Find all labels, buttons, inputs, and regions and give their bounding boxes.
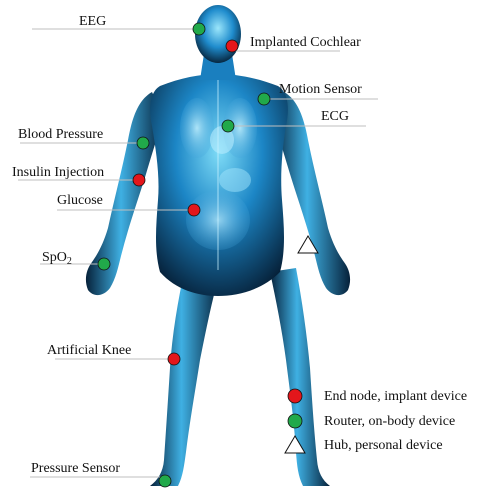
eeg-label: EEG: [79, 14, 106, 29]
artificial-knee-label: Artificial Knee: [47, 343, 131, 358]
ecg-label: ECG: [321, 109, 349, 124]
legend-hub-label: Hub, personal device: [324, 438, 443, 453]
glucose-end-node: [188, 204, 200, 216]
artificial-knee-end-node: [168, 353, 180, 365]
motion-sensor-router-node: [258, 93, 270, 105]
spo2-router-node: [98, 258, 110, 270]
ecg-router-node: [222, 120, 234, 132]
pressure-sensor-label: Pressure Sensor: [31, 461, 120, 476]
implanted-cochlear-label: Implanted Cochlear: [250, 35, 361, 50]
blood-pressure-label: Blood Pressure: [18, 127, 103, 142]
stomach: [219, 168, 251, 192]
implanted-cochlear-end-node: [226, 40, 238, 52]
legend-end-node-icon: [288, 389, 302, 403]
torso: [150, 74, 288, 296]
legend-end-node-label: End node, implant device: [324, 389, 467, 404]
legend-router-label: Router, on-body device: [324, 414, 455, 429]
glucose-label: Glucose: [57, 193, 103, 208]
eeg-router-node: [193, 23, 205, 35]
insulin-injection-label: Insulin Injection: [12, 165, 104, 180]
spo2-label: SpO2: [42, 250, 72, 267]
insulin-injection-end-node: [133, 174, 145, 186]
spo2-label-main: SpO: [42, 250, 67, 265]
motion-sensor-label: Motion Sensor: [279, 82, 362, 97]
blood-pressure-router-node: [137, 137, 149, 149]
left-leg: [150, 268, 220, 486]
left-lung: [180, 98, 214, 158]
legend-router-icon: [288, 414, 302, 428]
pressure-sensor-router-node: [159, 475, 171, 487]
spo2-label-subscript: 2: [67, 256, 72, 267]
